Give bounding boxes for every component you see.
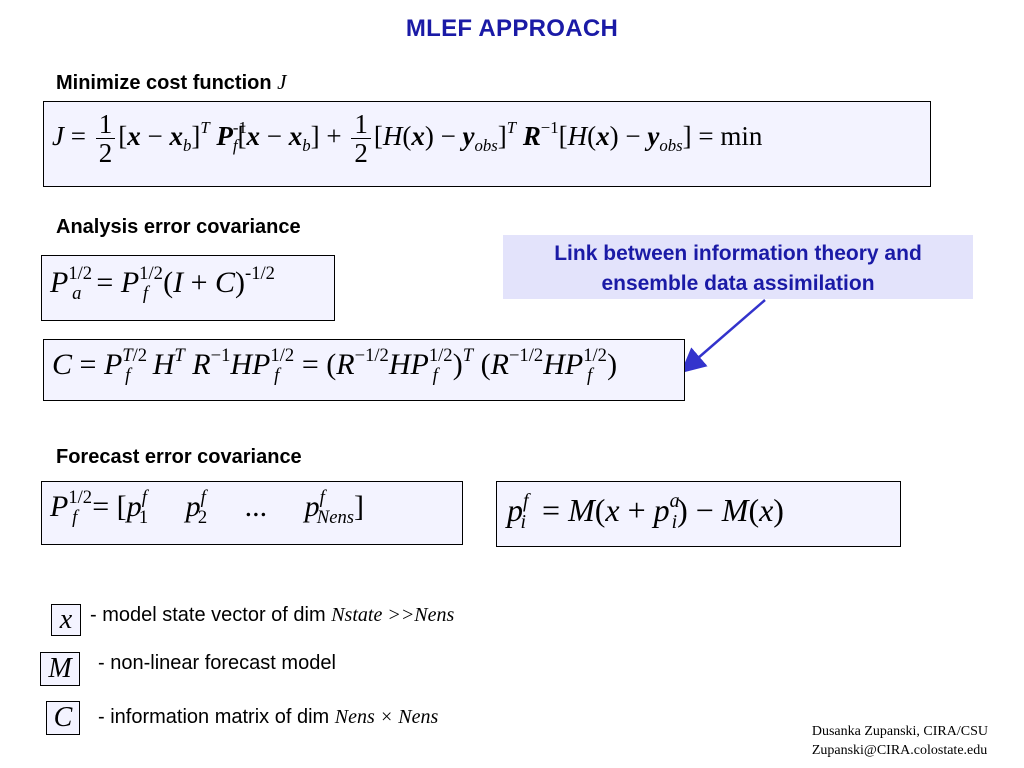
legend-text-x: - model state vector of dim (90, 604, 332, 626)
legend-text-c: - information matrix of dim (98, 706, 335, 728)
callout-arrow (680, 299, 766, 374)
legend-math-x: Nstate >>Nens (331, 604, 455, 626)
c-matrix-equation: C = PT/2f HT R−1HP1/2f = (R−1/2HP1/2f )T… (52, 344, 618, 386)
analysis-equation: P1/2a = P1/2f (I + C)-1/2 (50, 262, 275, 304)
footer-email: Zupanski@CIRA.colostate.edu (811, 743, 988, 758)
forecast-matrix-box: P1/2f = [pf1 pf2 ... pfNens] (41, 481, 463, 545)
footer-author: Dusanka Zupanski, CIRA/CSU (811, 724, 988, 739)
callout-line-1: Link between information theory and (554, 242, 922, 265)
legend-symbol-x: x (51, 604, 81, 636)
legend-symbol-c: C (46, 701, 80, 735)
analysis-heading: Analysis error covariance (56, 216, 301, 238)
legend-item-forecast-model: - non-linear forecast model (98, 652, 336, 675)
legend-symbol-m: M (40, 652, 80, 686)
perturbation-equation: pfi = M(x + pai) − M(x) (507, 490, 784, 533)
cost-heading-var: J (277, 70, 287, 94)
perturbation-box: pfi = M(x + pai) − M(x) (496, 481, 901, 547)
legend-item-state-vector: - model state vector of dim Nstate >>Nen… (90, 604, 454, 627)
page-title: MLEF APPROACH (405, 15, 619, 42)
legend-math-c: Nens × Nens (334, 706, 439, 728)
cost-heading-text: Minimize cost function (56, 72, 272, 94)
forecast-heading: Forecast error covariance (56, 446, 302, 468)
cost-function-heading: Minimize cost function J (56, 70, 286, 95)
forecast-matrix-equation: P1/2f = [pf1 pf2 ... pfNens] (50, 486, 364, 528)
info-theory-callout: Link between information theory and ense… (503, 235, 973, 299)
legend-text-m: - non-linear forecast model (98, 652, 336, 674)
c-matrix-box: C = PT/2f HT R−1HP1/2f = (R−1/2HP1/2f )T… (43, 339, 685, 401)
legend-item-information-matrix: - information matrix of dim Nens × Nens (98, 706, 438, 729)
author-footer: Dusanka Zupanski, CIRA/CSU Zupanski@CIRA… (812, 722, 988, 760)
analysis-box: P1/2a = P1/2f (I + C)-1/2 (41, 255, 335, 321)
callout-line-2: ensemble data assimilation (601, 272, 875, 295)
